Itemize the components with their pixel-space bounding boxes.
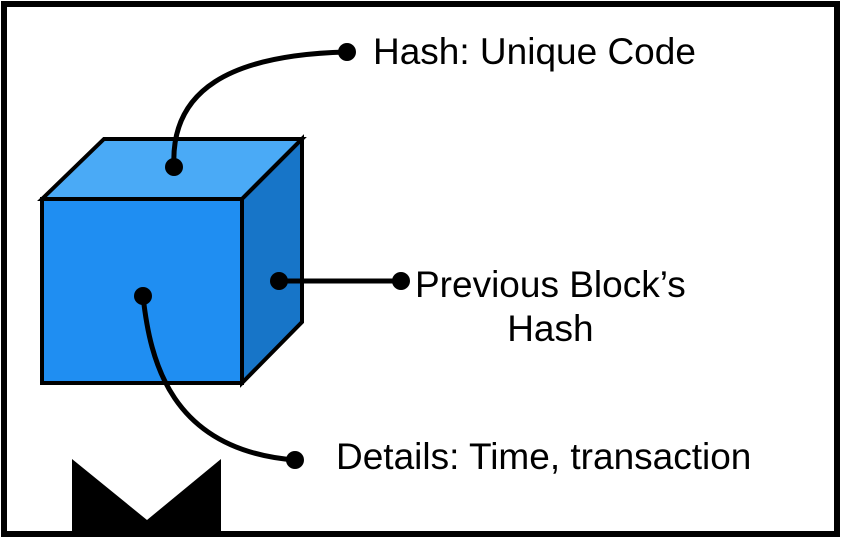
previous-hash-anchor-dot bbox=[270, 272, 288, 290]
hash-anchor-dot bbox=[165, 158, 183, 176]
previous-hash-connector bbox=[270, 272, 410, 290]
hash-label-dot bbox=[338, 43, 356, 61]
details-connector bbox=[134, 287, 304, 469]
hash-label: Hash: Unique Code bbox=[373, 31, 696, 72]
hash-connector bbox=[165, 43, 356, 176]
previous-hash-label-line2: Hash bbox=[507, 308, 594, 350]
previous-hash-label: Previous Block’s Hash bbox=[415, 263, 686, 352]
details-anchor-dot bbox=[134, 287, 152, 305]
details-label-dot bbox=[286, 451, 304, 469]
chevron-down-icon bbox=[72, 459, 221, 534]
previous-hash-label-line1: Previous Block’s bbox=[415, 264, 686, 305]
details-label: Details: Time, transaction bbox=[336, 436, 752, 477]
previous-hash-label-dot bbox=[392, 272, 410, 290]
